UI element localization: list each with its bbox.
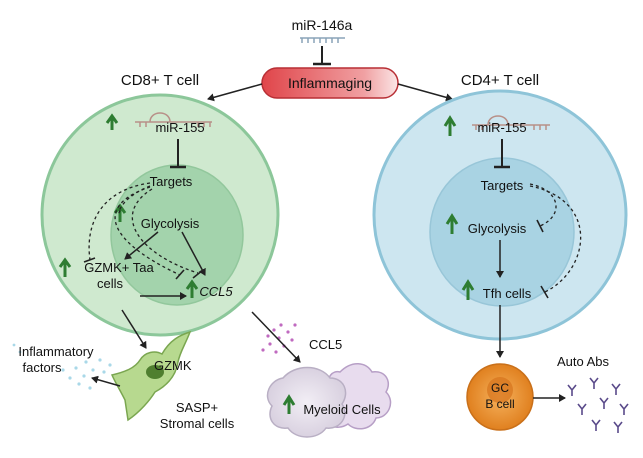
- up-arrow-icon: [443, 115, 457, 136]
- inflammatory-factors-line1: Inflammatory: [18, 344, 94, 359]
- gc-line1: GC: [491, 381, 509, 395]
- mir146a-group: miR-146a: [292, 17, 353, 66]
- arrow-glycolysis-to-gzmk: [124, 231, 159, 260]
- up-arrow-icon: [105, 113, 119, 130]
- cd8-glycolysis-label: Glycolysis: [141, 216, 200, 231]
- arrow-gzmk-to-stromal: [121, 309, 147, 349]
- mir146a-label: miR-146a: [292, 17, 353, 33]
- gc-b-cell: [466, 363, 534, 431]
- cd8-ccl5-label: CCL5: [199, 284, 233, 299]
- up-arrow-icon: [185, 279, 199, 298]
- cd8-cell: [40, 93, 280, 337]
- sasp-line2: Stromal cells: [160, 416, 235, 431]
- cd8-gzmk-cells-line2: cells: [97, 276, 124, 291]
- ccl5-secreted-label: CCL5: [309, 337, 342, 352]
- arrow-ccl5-to-myeloid: [251, 311, 301, 363]
- cd4-tfh-label: Tfh cells: [483, 286, 532, 301]
- cd4-glycolysis-label: Glycolysis: [468, 221, 527, 236]
- auto-abs-label: Auto Abs: [557, 354, 610, 369]
- myeloid-label: Myeloid Cells: [303, 402, 381, 417]
- arrow-to-cd4: [397, 83, 453, 102]
- cd8-targets-label: Targets: [150, 174, 193, 189]
- inflammaging-pill: Inflammaging: [261, 67, 399, 99]
- cd4-title: CD4+ T cell: [461, 72, 539, 89]
- mirna-hairpin-icon: [472, 115, 550, 130]
- cd4-targets-label: Targets: [481, 178, 524, 193]
- antibody-icons: [567, 377, 629, 433]
- cd8-gzmk-cells-line1: GZMK+ Taa: [84, 260, 154, 275]
- myeloid-cell-icon: [266, 363, 392, 438]
- cd8-dashed-inhibitions: [88, 182, 199, 276]
- sasp-line1: SASP+: [176, 400, 218, 415]
- mirna-hairpin-icon: [300, 37, 345, 43]
- cd4-mir155-label: miR-155: [477, 120, 526, 135]
- arrow-to-cd8: [207, 83, 263, 102]
- up-arrow-icon: [58, 257, 72, 277]
- cd8-mir155-label: miR-155: [155, 120, 204, 135]
- gzmk-label: GZMK: [154, 358, 192, 373]
- cd4-dashed-inhibitions: [529, 183, 582, 293]
- arrow-glycolysis-to-ccl5: [181, 231, 206, 276]
- cd4-dashed-bars: [536, 219, 549, 299]
- cd8-title: CD8+ T cell: [121, 72, 199, 89]
- arrow-stromal-to-factors: [91, 375, 121, 387]
- cd8-dashed-bars: [83, 257, 204, 280]
- inflammaging-label: Inflammaging: [288, 75, 372, 91]
- up-arrow-icon: [461, 279, 475, 300]
- stromal-cell-icon: [110, 330, 192, 422]
- cd4-cell: [372, 89, 628, 341]
- gc-line2: B cell: [485, 397, 514, 411]
- mirna-hairpin-icon: [135, 112, 212, 127]
- up-arrow-icon: [445, 213, 459, 234]
- inflammatory-factors-line2: factors: [22, 360, 62, 375]
- up-arrow-icon: [282, 394, 296, 414]
